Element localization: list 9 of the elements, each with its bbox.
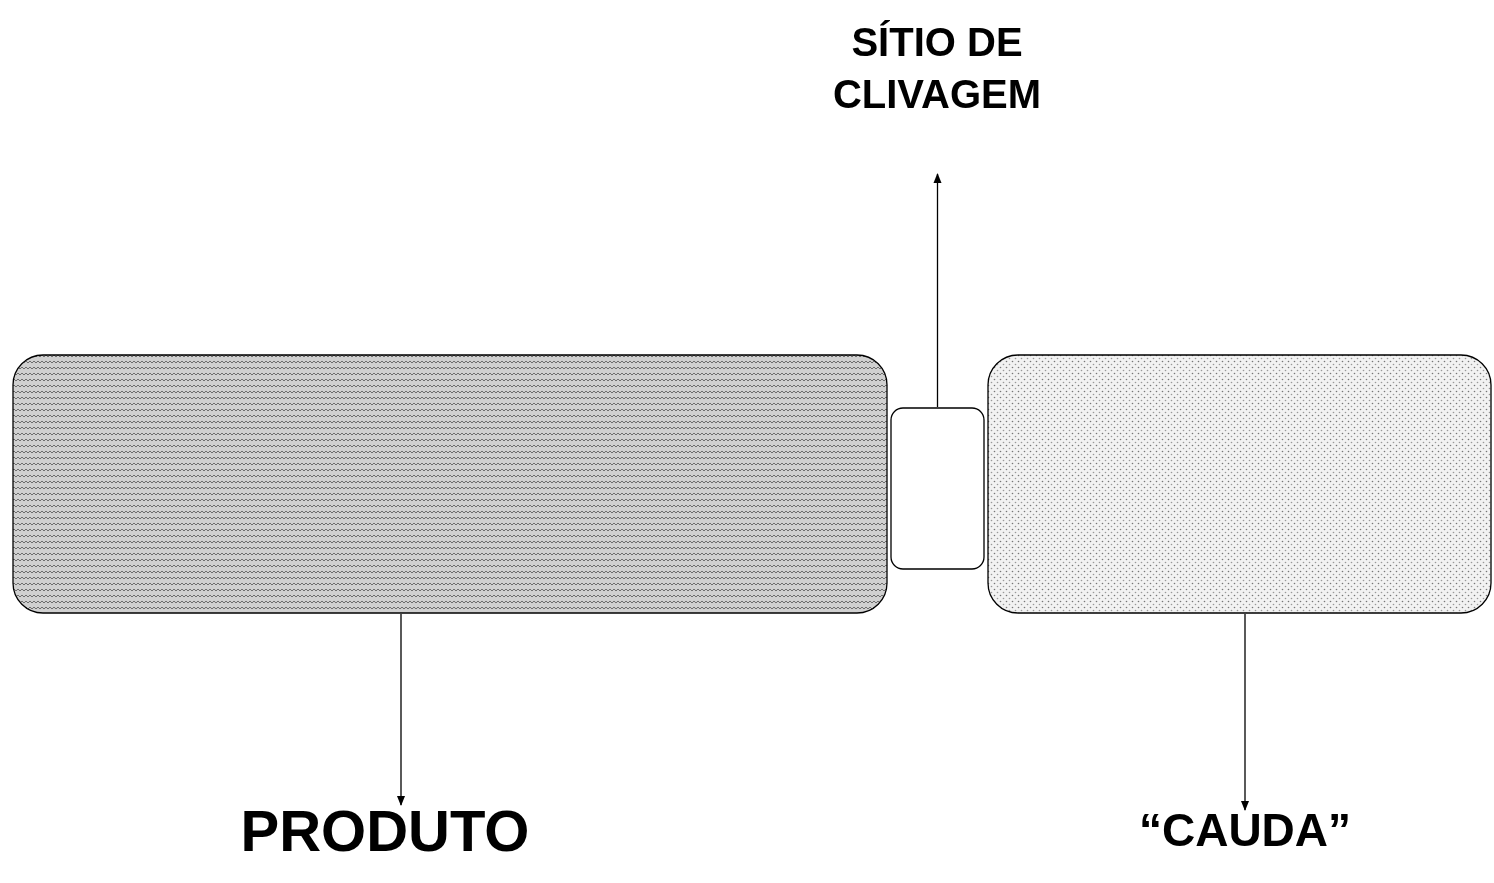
label-text: SÍTIO DE CLIVAGEM — [787, 14, 1087, 122]
label-text: PRODUTO — [185, 795, 585, 867]
rounded-box — [12, 354, 888, 614]
arrow — [1241, 613, 1249, 811]
arrow — [397, 613, 405, 806]
rounded-box — [987, 354, 1492, 614]
rounded-box — [890, 407, 985, 570]
arrow — [933, 173, 942, 408]
label-text: “CAUDA” — [1075, 800, 1415, 860]
